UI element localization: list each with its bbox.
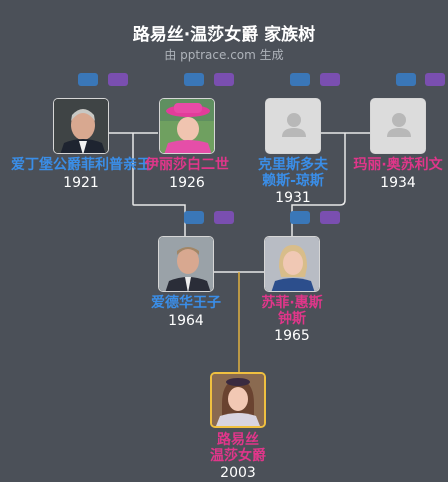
elizabeth-year: 1926 — [169, 175, 205, 191]
philip-parents-button[interactable] — [78, 73, 98, 86]
philip-year: 1921 — [63, 175, 99, 191]
christopher-name-line1[interactable]: 克里斯多夫 — [258, 157, 328, 173]
elizabeth-name[interactable]: 伊丽莎白二世 — [145, 157, 229, 173]
sophie-portrait-icon — [265, 237, 319, 291]
christopher-avatar[interactable] — [265, 98, 321, 154]
mary-spouse-button[interactable] — [425, 73, 445, 86]
louise-avatar[interactable] — [210, 372, 266, 428]
christopher-name-line2[interactable]: 赖斯-琼斯 — [262, 173, 324, 189]
sophie-spouse-button[interactable] — [320, 211, 340, 224]
philip-name[interactable]: 爱丁堡公爵菲利普亲王 — [11, 157, 151, 173]
mary-avatar[interactable] — [370, 98, 426, 154]
philip-avatar[interactable] — [53, 98, 109, 154]
louise-name-line1[interactable]: 路易丝 — [217, 432, 259, 448]
sophie-parents-button[interactable] — [290, 211, 310, 224]
philip-portrait-icon — [54, 99, 108, 153]
edward-parents-button[interactable] — [184, 211, 204, 224]
edward-year: 1964 — [168, 313, 204, 329]
christopher-spouse-button[interactable] — [320, 73, 340, 86]
person-silhouette-icon — [387, 113, 411, 137]
louise-year: 2003 — [220, 465, 256, 481]
mary-year: 1934 — [380, 175, 416, 191]
sophie-avatar[interactable] — [264, 236, 320, 292]
mary-name[interactable]: 玛丽·奥苏利文 — [353, 157, 443, 173]
christopher-year: 1931 — [275, 190, 311, 206]
sophie-year: 1965 — [274, 328, 310, 344]
elizabeth-portrait-icon — [160, 99, 214, 153]
page-title: 路易丝·温莎女爵 家族树 — [132, 25, 316, 45]
person-silhouette-icon — [282, 113, 306, 137]
sophie-name-line2[interactable]: 钟斯 — [278, 311, 306, 327]
mary-parents-button[interactable] — [396, 73, 416, 86]
elizabeth-parents-button[interactable] — [184, 73, 204, 86]
louise-name-line2[interactable]: 温莎女爵 — [210, 448, 266, 464]
sophie-name-line1[interactable]: 苏菲·惠斯 — [261, 295, 323, 311]
page-subtitle: 由 pptrace.com 生成 — [164, 48, 284, 62]
philip-spouse-button[interactable] — [108, 73, 128, 86]
edward-avatar[interactable] — [158, 236, 214, 292]
elizabeth-avatar[interactable] — [159, 98, 215, 154]
christopher-parents-button[interactable] — [290, 73, 310, 86]
edward-name[interactable]: 爱德华王子 — [151, 295, 221, 311]
edward-spouse-button[interactable] — [214, 211, 234, 224]
elizabeth-spouse-button[interactable] — [214, 73, 234, 86]
edward-portrait-icon — [159, 237, 213, 291]
louise-portrait-icon — [212, 374, 264, 426]
